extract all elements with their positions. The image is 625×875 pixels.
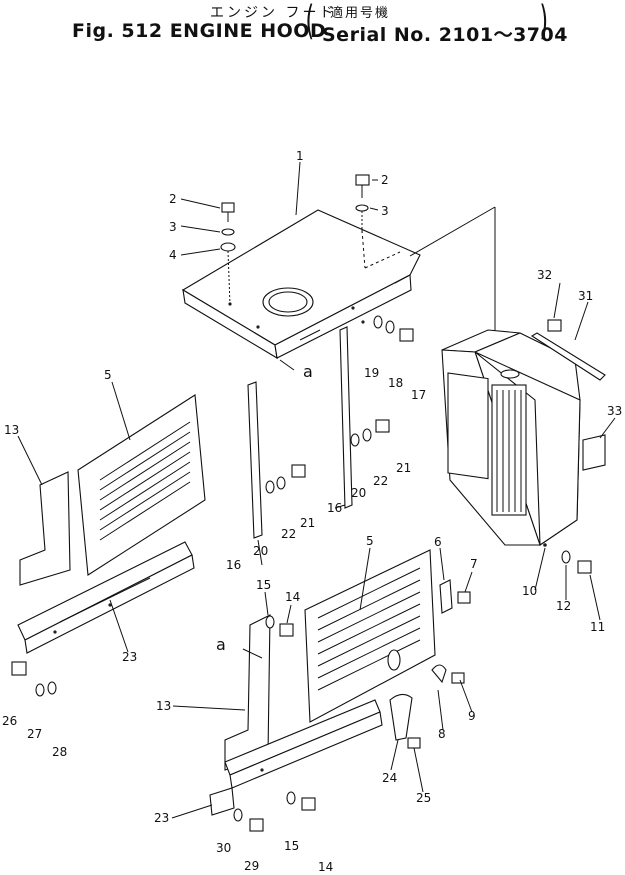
callout-20-left: 20 bbox=[253, 544, 268, 558]
figure-title: エンジン フード Fig. 512 ENGINE HOOD ( 適用号機 Ser… bbox=[0, 0, 625, 48]
vertical-stay-right bbox=[339, 326, 353, 509]
fastener-set bbox=[11, 174, 592, 832]
callout-10: 10 bbox=[522, 584, 537, 598]
callout-28: 28 bbox=[52, 745, 67, 759]
callout-23-lower: 23 bbox=[154, 811, 169, 825]
serial-range: ( 適用号機 Serial No. 2101～3704 ) bbox=[305, 0, 568, 46]
callout-16-left: 16 bbox=[226, 558, 241, 572]
exploded-parts-diagram: 1 2 2 3 3 4 5 13 a 17 18 19 16 16 20 20 … bbox=[2, 149, 622, 874]
left-bracket-plate-upper bbox=[19, 471, 71, 586]
lower-rail-upper bbox=[17, 541, 195, 654]
latch-6 bbox=[439, 579, 453, 614]
callout-14-upper: 14 bbox=[285, 590, 300, 604]
callout-18: 18 bbox=[388, 376, 403, 390]
title-japanese: エンジン フード bbox=[210, 5, 337, 21]
callout-25: 25 bbox=[416, 791, 431, 805]
callout-2-left: 2 bbox=[169, 192, 177, 206]
callout-2-right: 2 bbox=[381, 173, 389, 187]
callout-15-lower: 15 bbox=[284, 839, 299, 853]
callout-13-lower: 13 bbox=[156, 699, 171, 713]
callout-11: 11 bbox=[590, 620, 605, 634]
callout-labels: 1 2 2 3 3 4 5 13 a 17 18 19 16 16 20 20 … bbox=[2, 149, 622, 874]
leader-lines bbox=[17, 161, 616, 819]
title-main: Fig. 512 ENGINE HOOD bbox=[72, 20, 327, 42]
callout-4: 4 bbox=[169, 248, 177, 262]
callout-22-right: 22 bbox=[373, 474, 388, 488]
callout-a-upper: a bbox=[303, 362, 313, 381]
latch-24 bbox=[389, 693, 413, 741]
vertical-stay-left bbox=[247, 381, 263, 539]
callout-21-right: 21 bbox=[396, 461, 411, 475]
housing-side-plate bbox=[582, 434, 606, 471]
latch-8 bbox=[431, 664, 447, 684]
callout-30: 30 bbox=[216, 841, 231, 855]
callout-16-right: 16 bbox=[327, 501, 342, 515]
callout-21-left: 21 bbox=[300, 516, 315, 530]
serial-number: Serial No. 2101～3704 bbox=[322, 24, 568, 46]
callout-24: 24 bbox=[382, 771, 397, 785]
left-bracket-plate-lower bbox=[224, 614, 271, 771]
serial-japanese: 適用号機 bbox=[330, 6, 391, 21]
callout-17: 17 bbox=[411, 388, 426, 402]
callout-5-lower: 5 bbox=[366, 534, 374, 548]
callout-26: 26 bbox=[2, 714, 17, 728]
callout-8: 8 bbox=[438, 727, 446, 741]
callout-a-lower: a bbox=[216, 635, 226, 654]
front-grille-housing bbox=[441, 329, 581, 547]
callout-7: 7 bbox=[470, 557, 478, 571]
callout-33: 33 bbox=[607, 404, 622, 418]
callout-5-upper: 5 bbox=[104, 368, 112, 382]
callout-12: 12 bbox=[556, 599, 571, 613]
callout-31: 31 bbox=[578, 289, 593, 303]
callout-15-upper: 15 bbox=[256, 578, 271, 592]
callout-29: 29 bbox=[244, 859, 259, 873]
callout-19: 19 bbox=[364, 366, 379, 380]
callout-13-upper: 13 bbox=[4, 423, 19, 437]
bottom-rail-lower bbox=[209, 699, 383, 816]
callout-14-lower: 14 bbox=[318, 860, 333, 874]
callout-3-left: 3 bbox=[169, 220, 177, 234]
side-panel-upper bbox=[77, 394, 206, 576]
callout-20-right: 20 bbox=[351, 486, 366, 500]
callout-27: 27 bbox=[27, 727, 42, 741]
callout-32: 32 bbox=[537, 268, 552, 282]
side-panel-lower bbox=[304, 549, 436, 723]
callout-6: 6 bbox=[434, 535, 442, 549]
paren-right: ) bbox=[539, 0, 549, 44]
callout-3-right: 3 bbox=[381, 204, 389, 218]
hood-top-panel bbox=[181, 209, 421, 360]
paren-left: ( bbox=[305, 0, 315, 44]
callout-1: 1 bbox=[296, 149, 304, 163]
callout-9: 9 bbox=[468, 709, 476, 723]
callout-22-left: 22 bbox=[281, 527, 296, 541]
callout-23-upper: 23 bbox=[122, 650, 137, 664]
housing-top-strip bbox=[530, 332, 606, 381]
